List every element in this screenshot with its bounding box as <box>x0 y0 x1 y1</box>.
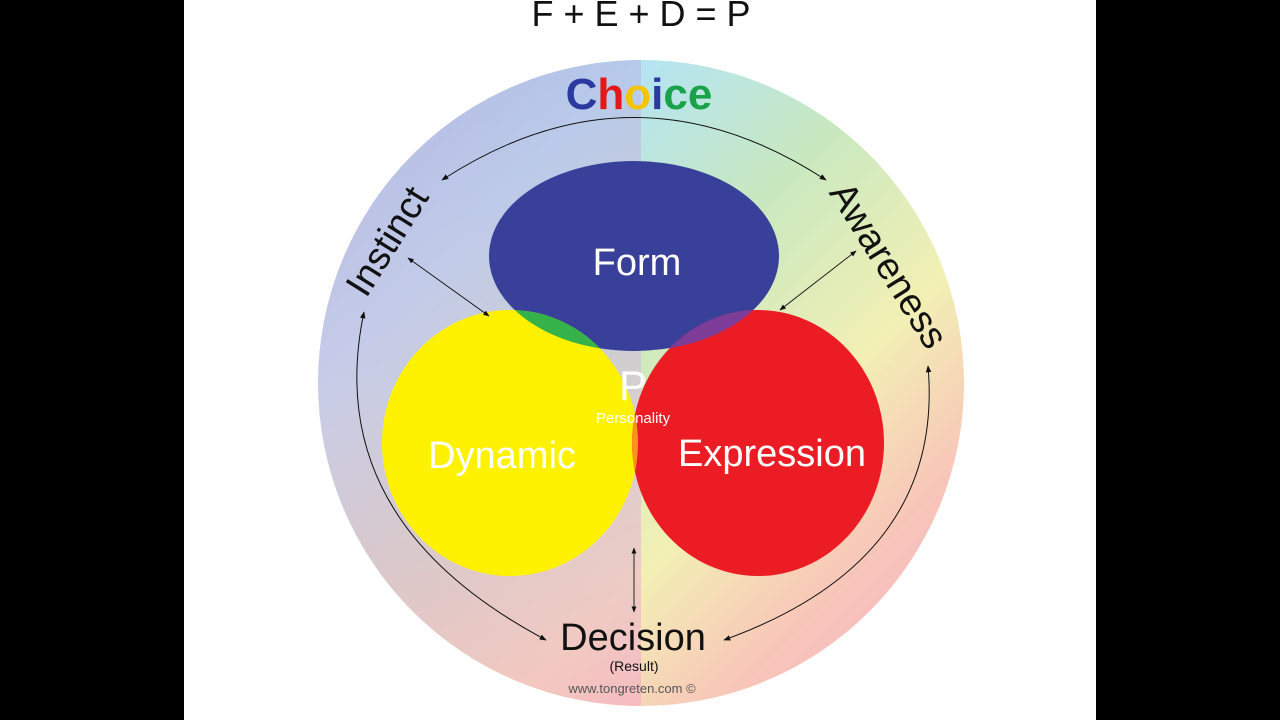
instinct-awareness-arrow <box>441 117 827 181</box>
decision-label: Decision <box>560 617 706 659</box>
awareness-decision-arrow <box>723 365 932 641</box>
dynamic-label: Dynamic <box>428 435 576 477</box>
instinct-connector <box>407 257 490 317</box>
letterbox-right <box>1096 0 1280 720</box>
choice-letter: h <box>597 70 624 119</box>
copyright-text: www.tongreten.com © <box>567 681 696 696</box>
choice-letter: C <box>566 70 598 119</box>
result-label: (Result) <box>609 658 658 674</box>
personality-label: Personality <box>596 410 671 427</box>
choice-letter: c <box>663 70 687 119</box>
letterbox-left <box>0 0 184 720</box>
expression-label: Expression <box>678 433 866 475</box>
choice-letter: o <box>624 70 651 119</box>
choice-letter: e <box>688 70 712 119</box>
personality-letter: P <box>619 362 647 409</box>
form-label: Form <box>593 242 682 284</box>
choice-letter: i <box>651 70 663 119</box>
formula-title: F + E + D = P <box>531 0 750 34</box>
form-circle <box>489 161 779 351</box>
awareness-connector <box>779 250 857 311</box>
choice-label: Choice <box>566 70 713 119</box>
instinct-decision-arrow <box>356 311 547 641</box>
